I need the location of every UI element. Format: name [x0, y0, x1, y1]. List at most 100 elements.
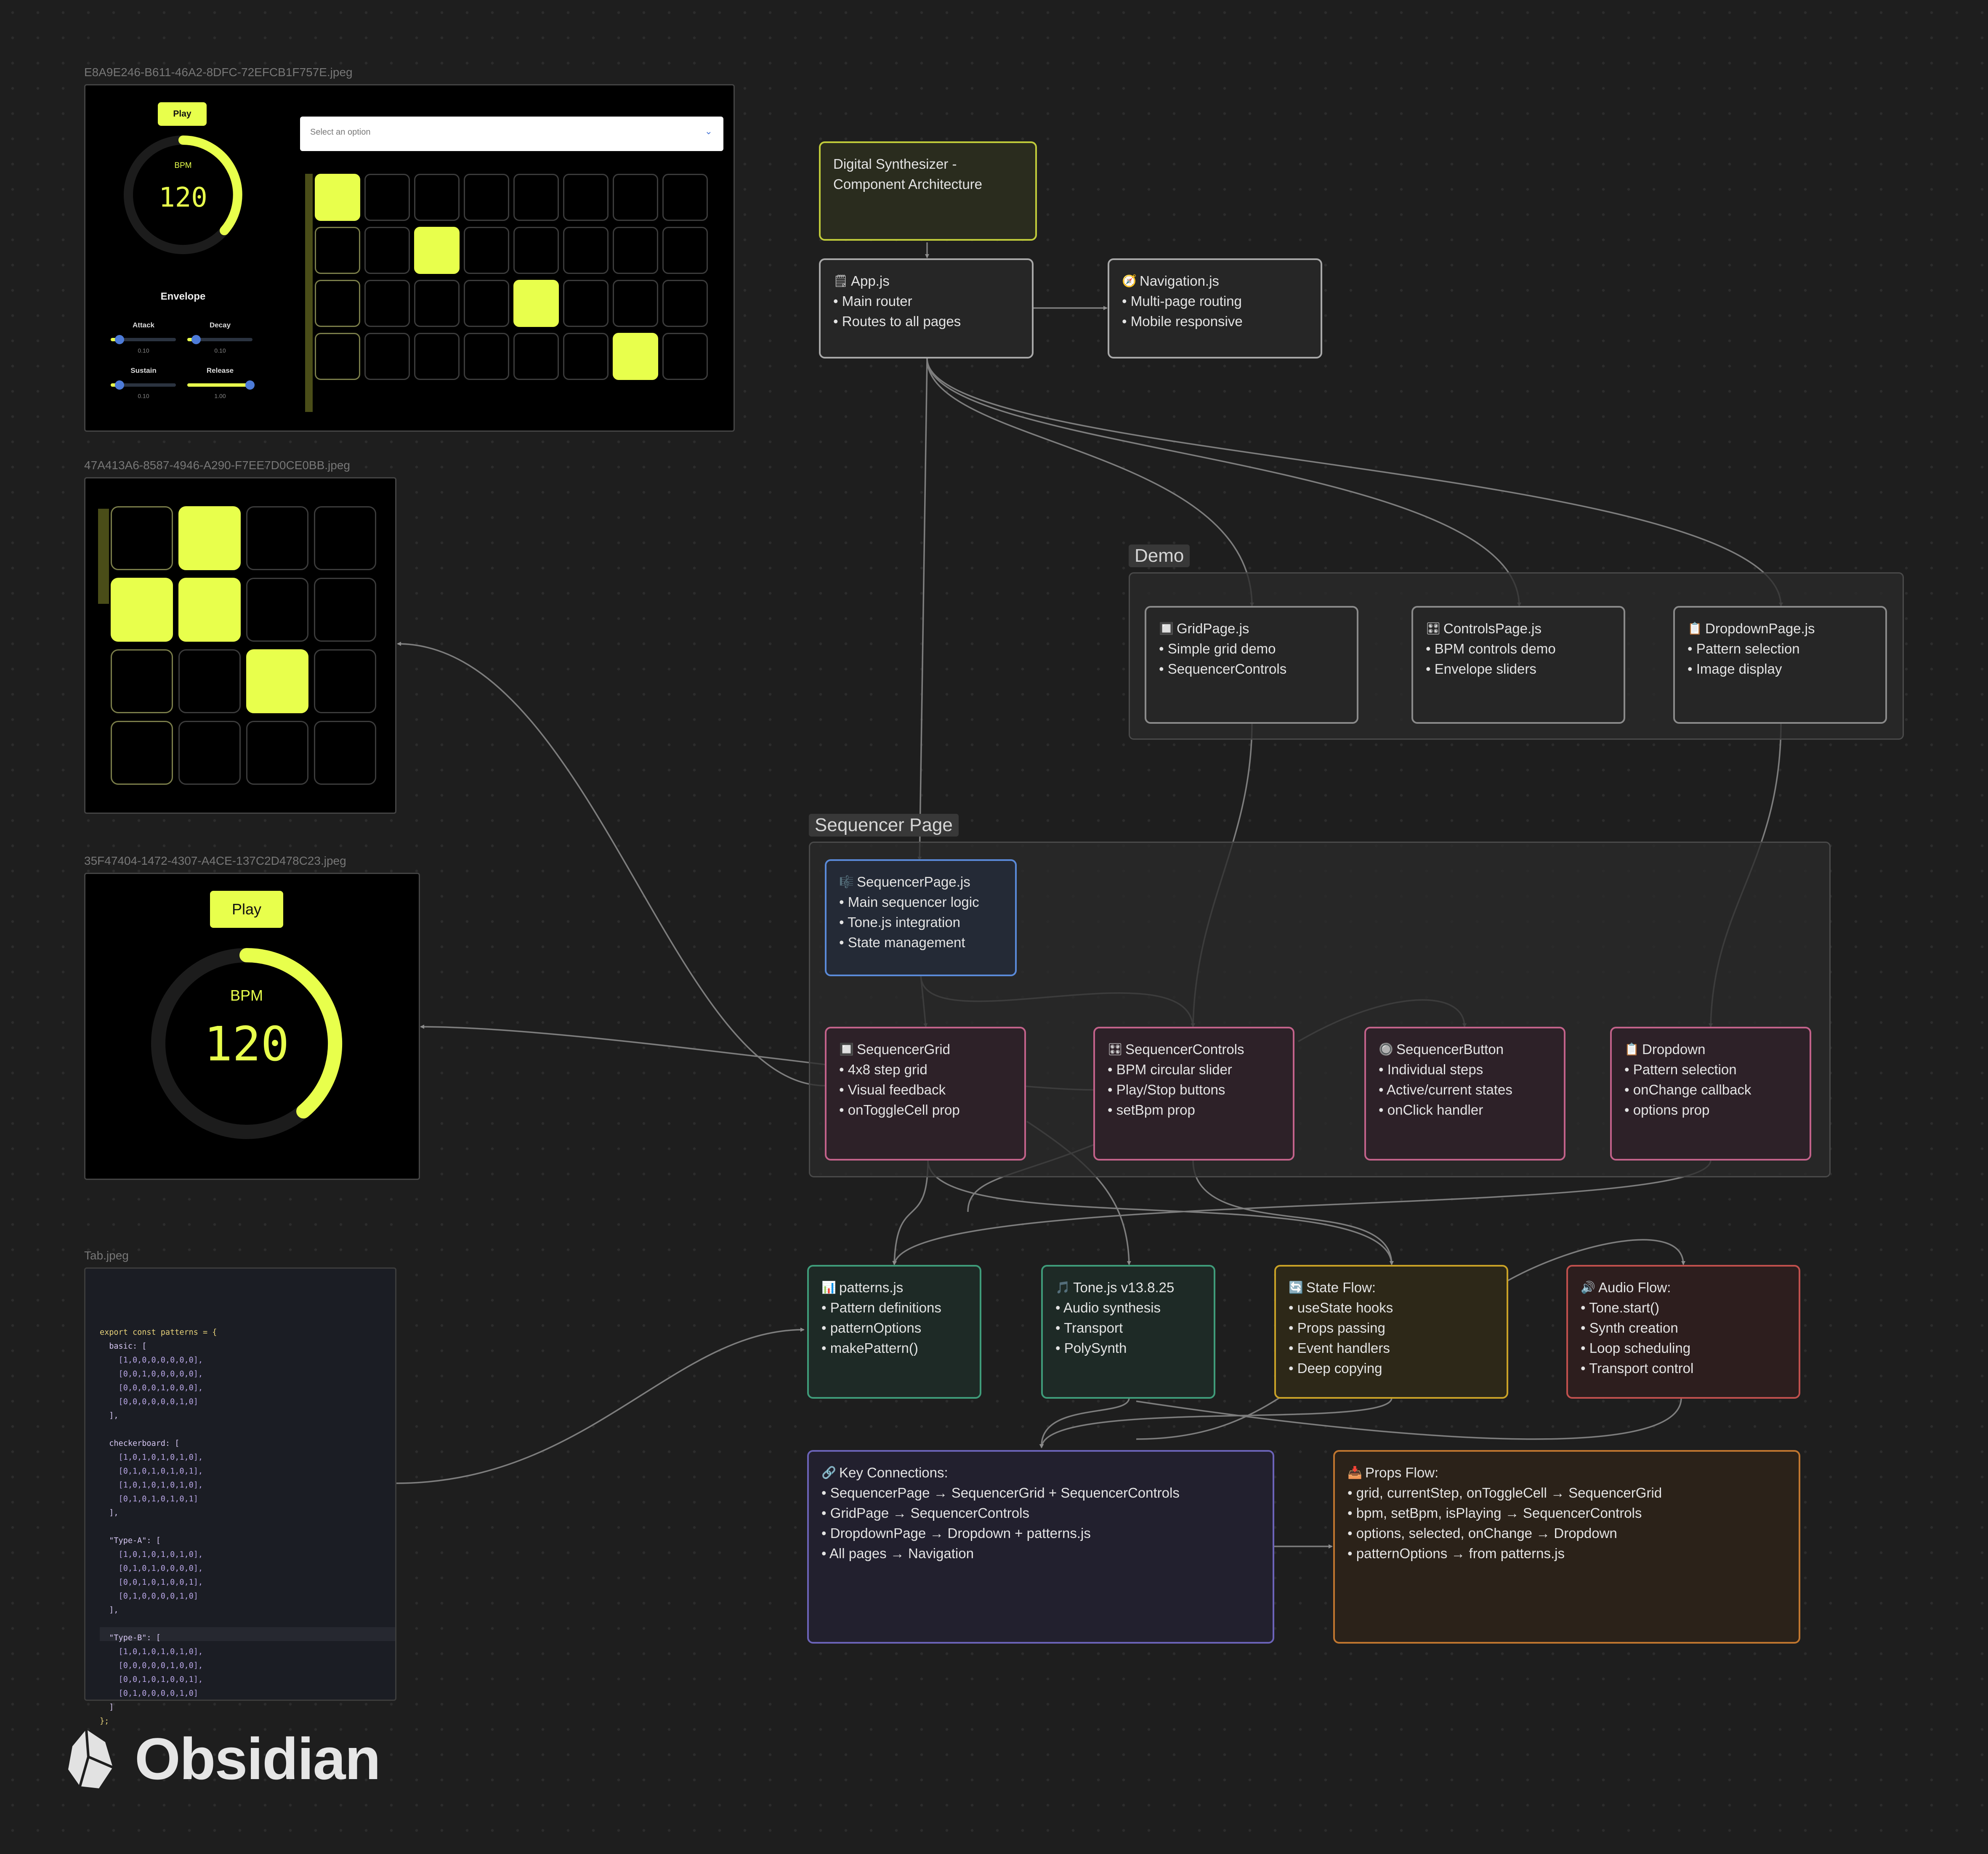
synth-grid-cell[interactable] — [315, 280, 360, 327]
seqpage-node-title: SequencerPage.js — [857, 874, 970, 890]
synth-grid-cell[interactable] — [464, 333, 509, 380]
grid-cell[interactable] — [246, 506, 308, 570]
synth-grid-cell[interactable] — [563, 333, 609, 380]
synth-grid-cell[interactable] — [315, 333, 360, 380]
node-sequencergrid[interactable]: 🔲SequencerGrid4x8 step gridVisual feedba… — [825, 1027, 1026, 1161]
node-dropdown[interactable]: 📋DropdownPattern selectiononChange callb… — [1610, 1027, 1811, 1161]
node-navigation-js[interactable]: 🧭Navigation.jsMulti-page routingMobile r… — [1108, 258, 1322, 359]
grid-cell[interactable] — [178, 649, 241, 713]
synth-grid-cell[interactable] — [662, 174, 708, 221]
slider-knob-decay[interactable] — [191, 335, 201, 344]
props-title-row: 📥Props Flow: — [1347, 1463, 1786, 1483]
code-line: checkerboard: [ — [100, 1439, 180, 1448]
grid-cell[interactable] — [178, 721, 241, 785]
synth-grid-cell[interactable] — [364, 280, 410, 327]
synth-grid-cell[interactable] — [364, 227, 410, 274]
synth-grid-cell[interactable] — [563, 174, 609, 221]
synth-grid-cell[interactable] — [662, 280, 708, 327]
synth-dropdown[interactable]: Select an option ⌄ — [300, 117, 723, 151]
bpm-screenshot[interactable]: Play BPM 120 — [84, 873, 420, 1180]
synth-grid-cell[interactable] — [563, 280, 609, 327]
code-line: [0,0,1,0,1,0,0,1], — [100, 1578, 203, 1587]
code-line: [0,0,0,0,0,0,1,0] — [100, 1397, 198, 1406]
node-app-js[interactable]: 🗒App.jsMain routerRoutes to all pages — [819, 258, 1034, 359]
grid-screenshot[interactable] — [84, 477, 396, 814]
file-label-grid: 47A413A6-8587-4946-A290-F7EE7D0CE0BB.jpe… — [84, 459, 350, 472]
grid-cell[interactable] — [111, 721, 173, 785]
synth-grid-cell[interactable] — [414, 174, 460, 221]
props-node-line: bpm, setBpm, isPlaying → SequencerContro… — [1347, 1503, 1786, 1523]
synth-grid-cell[interactable] — [613, 227, 658, 274]
patterns-node-title: patterns.js — [839, 1280, 904, 1295]
grid-cell[interactable] — [314, 578, 376, 642]
grid-cell[interactable] — [178, 578, 241, 642]
node-sequencerbutton[interactable]: 🔘SequencerButtonIndividual stepsActive/c… — [1364, 1027, 1565, 1161]
synth-grid-cell[interactable] — [513, 333, 559, 380]
synth-grid-cell[interactable] — [513, 280, 559, 327]
synth-grid-cell[interactable] — [364, 333, 410, 380]
seqcontrols-node-line: BPM circular slider — [1108, 1060, 1280, 1080]
edge-audio-crossflow — [1136, 1397, 1682, 1440]
synth-grid-cell[interactable] — [414, 333, 460, 380]
slider-knob-release[interactable] — [245, 380, 255, 390]
synth-grid-cell[interactable] — [613, 333, 658, 380]
node-audio-flow[interactable]: 🔊Audio Flow:Tone.start()Synth creationLo… — [1566, 1265, 1800, 1399]
grid-cell[interactable] — [314, 649, 376, 713]
synth-grid-cell[interactable] — [364, 174, 410, 221]
synth-grid-cell[interactable] — [662, 227, 708, 274]
state-node-line: Event handlers — [1289, 1338, 1494, 1358]
grid-cell[interactable] — [246, 578, 308, 642]
grid-cell[interactable] — [111, 578, 173, 642]
edge-state-keyconn — [1039, 1397, 1393, 1448]
grid-cell[interactable] — [246, 649, 308, 713]
synth-grid-cell[interactable] — [513, 174, 559, 221]
controlspage-node-title: ControlsPage.js — [1443, 621, 1541, 636]
synth-grid-cell[interactable] — [613, 280, 658, 327]
slider-track-sustain[interactable] — [111, 383, 176, 387]
synth-grid-cell[interactable] — [464, 227, 509, 274]
synth-grid-cell[interactable] — [563, 227, 609, 274]
bpm-dial[interactable] — [148, 945, 346, 1142]
node-sequencercontrols[interactable]: 🎛SequencerControlsBPM circular sliderPla… — [1093, 1027, 1294, 1161]
synth-grid-cell[interactable] — [315, 227, 360, 274]
grid-cell[interactable] — [314, 721, 376, 785]
slider-track-attack[interactable] — [111, 338, 176, 341]
node-state-flow[interactable]: 🔄State Flow:useState hooksProps passingE… — [1274, 1265, 1508, 1399]
node-sequencerpage-js[interactable]: 🎼SequencerPage.jsMain sequencer logicTon… — [825, 859, 1017, 976]
seqgrid-node-title: SequencerGrid — [857, 1041, 950, 1057]
synth-grid-cell[interactable] — [414, 227, 460, 274]
synth-grid-cell[interactable] — [464, 280, 509, 327]
synth-grid-cell[interactable] — [613, 174, 658, 221]
dropdownpage-title-row: 📋DropdownPage.js — [1688, 619, 1873, 639]
grid-cell[interactable] — [178, 506, 241, 570]
grid-cell[interactable] — [111, 506, 173, 570]
slider-track-decay[interactable] — [187, 338, 252, 341]
synth-grid-cell[interactable] — [315, 174, 360, 221]
synth-bpm-dial[interactable] — [120, 132, 246, 258]
node-header[interactable]: Digital Synthesizer - Component Architec… — [819, 141, 1037, 241]
bpm-play-button[interactable]: Play — [210, 891, 283, 928]
grid-cell[interactable] — [246, 721, 308, 785]
node-tone-js[interactable]: 🎵Tone.js v13.8.25Audio synthesisTranspor… — [1041, 1265, 1215, 1399]
grid-cell[interactable] — [314, 506, 376, 570]
slider-knob-attack[interactable] — [115, 335, 124, 344]
synth-grid-cell[interactable] — [464, 174, 509, 221]
synth-grid-cell[interactable] — [414, 280, 460, 327]
seqpage-node-line: State management — [839, 932, 1002, 953]
node-props-flow[interactable]: 📥Props Flow:grid, currentStep, onToggleC… — [1333, 1450, 1800, 1644]
obsidian-brand: Obsidian — [63, 1725, 381, 1793]
synth-bpm-label: BPM — [174, 161, 192, 170]
synth-grid-cell[interactable] — [513, 227, 559, 274]
synth-grid-cell[interactable] — [662, 333, 708, 380]
node-gridpage-js[interactable]: 🔲GridPage.jsSimple grid demoSequencerCon… — [1145, 606, 1358, 724]
synth-screenshot[interactable]: Play BPM 120 Envelope Attack 0.10 Decay … — [84, 84, 735, 432]
node-dropdownpage-js[interactable]: 📋DropdownPage.jsPattern selectionImage d… — [1673, 606, 1887, 724]
dropdown-node-line: Pattern selection — [1624, 1060, 1797, 1080]
node-controlspage-js[interactable]: 🎛ControlsPage.jsBPM controls demoEnvelop… — [1411, 606, 1625, 724]
node-key-connections[interactable]: 🔗Key Connections:SequencerPage → Sequenc… — [807, 1450, 1274, 1644]
node-patterns-js[interactable]: 📊patterns.jsPattern definitionspatternOp… — [807, 1265, 981, 1399]
synth-play-button[interactable]: Play — [158, 102, 207, 126]
grid-cell[interactable] — [111, 649, 173, 713]
slider-knob-sustain[interactable] — [115, 380, 124, 390]
patterns-node-line: patternOptions — [821, 1318, 967, 1338]
